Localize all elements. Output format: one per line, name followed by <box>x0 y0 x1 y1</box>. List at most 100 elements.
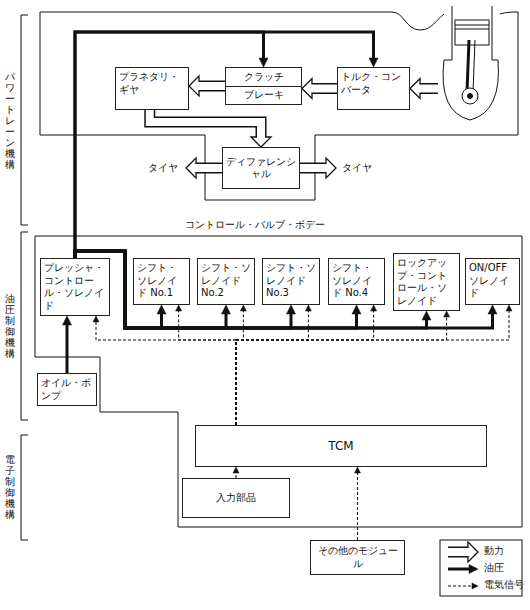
region-heading: コントロール・バルブ・ボデー <box>185 219 395 232</box>
legend-sample <box>448 583 478 589</box>
connector-line <box>195 163 222 174</box>
arrow-head <box>422 311 431 320</box>
connector-line <box>236 310 243 425</box>
connector-line <box>311 83 337 94</box>
section-label: パワートレーン機構 <box>5 71 15 170</box>
box-label: TCM <box>199 439 483 454</box>
connector-fill <box>311 85 337 93</box>
arrow-head <box>222 305 231 314</box>
box-label: シフト・ソレノイド No.1 <box>137 262 186 300</box>
arrow-head <box>240 305 246 311</box>
legend-entry: 油圧 <box>484 562 504 575</box>
signal-connector <box>236 305 246 425</box>
box-label: シフト・ソレノイド No.3 <box>266 262 316 300</box>
arrow-head <box>326 158 336 178</box>
solenoid-box: シフト・ソレノイド No.2 <box>197 258 255 305</box>
signal-connector <box>236 305 311 425</box>
connector-fill <box>195 164 222 172</box>
connector-fill <box>150 110 261 138</box>
power-connector <box>302 79 337 99</box>
connector-line <box>198 81 225 92</box>
box-label: プラネタリ・ギヤ <box>119 71 185 96</box>
connector-line <box>236 316 447 425</box>
box-label: ブレーキ <box>226 86 301 105</box>
arrow-head <box>444 311 450 317</box>
connector-line <box>96 321 236 425</box>
connector-line <box>236 310 308 425</box>
hydraulic-connector <box>75 251 361 328</box>
legend-entry: 電気信号 <box>484 579 524 592</box>
engine-symbol <box>443 6 498 120</box>
process-box: トルク・コンバータ <box>337 67 410 110</box>
connector-line <box>66 324 69 373</box>
hydraulic-connector <box>75 251 431 328</box>
powertrain-outline <box>40 12 518 200</box>
connector-line <box>448 547 469 558</box>
arrow-head <box>506 305 512 311</box>
box-label: その他のモジュール <box>314 545 401 570</box>
arrow-head <box>287 305 296 314</box>
legend-sample <box>448 565 478 574</box>
section-label: 電子制御機構 <box>5 454 15 520</box>
power-connector <box>150 110 271 147</box>
connector-fill <box>300 164 327 172</box>
module-box: その他のモジュール <box>310 540 405 575</box>
connector-line <box>179 310 236 425</box>
signal-connector <box>236 305 377 425</box>
box-label: オイル・ポンプ <box>41 377 93 402</box>
connector-line <box>75 251 357 328</box>
solenoid-box: ロックアップ・コントロール・ソレノイド <box>393 253 460 311</box>
signal-connector <box>236 311 450 425</box>
legend-entry: 動力 <box>484 545 504 558</box>
section-bracket <box>21 232 28 420</box>
signal-connector <box>236 305 512 425</box>
arrow-head <box>371 305 377 311</box>
connector-line <box>300 163 327 174</box>
box-label: ディファレンシャル <box>226 156 296 181</box>
signal-connector <box>176 305 236 425</box>
arrow-head <box>302 79 312 99</box>
valve-body-outline <box>35 236 522 527</box>
input-box: 入力部品 <box>182 478 290 518</box>
arrow-head <box>355 467 361 473</box>
process-box: ディファレンシャル <box>222 147 300 189</box>
arrow-head <box>469 565 478 574</box>
box-label: クラッチ <box>226 68 301 86</box>
signal-connector <box>93 316 236 425</box>
arrow-head <box>233 467 239 473</box>
legend-sample <box>448 542 478 562</box>
controller-box: TCM <box>195 425 487 467</box>
arrow-head <box>488 305 497 314</box>
process-box: プラネタリ・ギヤ <box>115 67 189 110</box>
valve-body-region: コントロール・バルブ・ボデープレッシャ・コントロール・ソレノイドシフト・ソレノイ… <box>35 236 522 527</box>
arrow-head <box>63 316 72 325</box>
box-label: ロックアップ・コントロール・ソレノイド <box>397 257 456 307</box>
arrow-head <box>352 305 361 314</box>
box-label: ON/OFFソレノイド <box>469 262 516 300</box>
section-bracket <box>21 435 28 540</box>
box-label: トルク・コンバータ <box>341 71 406 96</box>
arrow-head <box>93 316 99 322</box>
arrow-head <box>186 158 196 178</box>
connector-line <box>150 110 261 138</box>
arrow-head <box>305 305 311 311</box>
section-label: 油圧制御機構 <box>5 293 15 359</box>
connector-line <box>236 310 374 425</box>
power-connector <box>189 76 225 96</box>
connector-line <box>236 310 509 425</box>
power-arrow <box>410 79 438 99</box>
arrow-head <box>176 305 182 311</box>
power-arrow <box>186 158 222 178</box>
connector-line <box>448 586 473 587</box>
arrow-head <box>259 58 268 67</box>
pump-box: オイル・ポンプ <box>37 373 97 406</box>
arrow-head <box>157 305 166 314</box>
connector-fill <box>448 548 469 556</box>
clutch-brake-box: クラッチブレーキ <box>225 67 302 105</box>
connector-line <box>357 472 358 540</box>
solenoid-box: プレッシャ・コントロール・ソレノイド <box>40 258 110 316</box>
section-bracket <box>21 15 28 225</box>
arrow-head <box>472 583 478 589</box>
arrow-head <box>468 542 478 562</box>
